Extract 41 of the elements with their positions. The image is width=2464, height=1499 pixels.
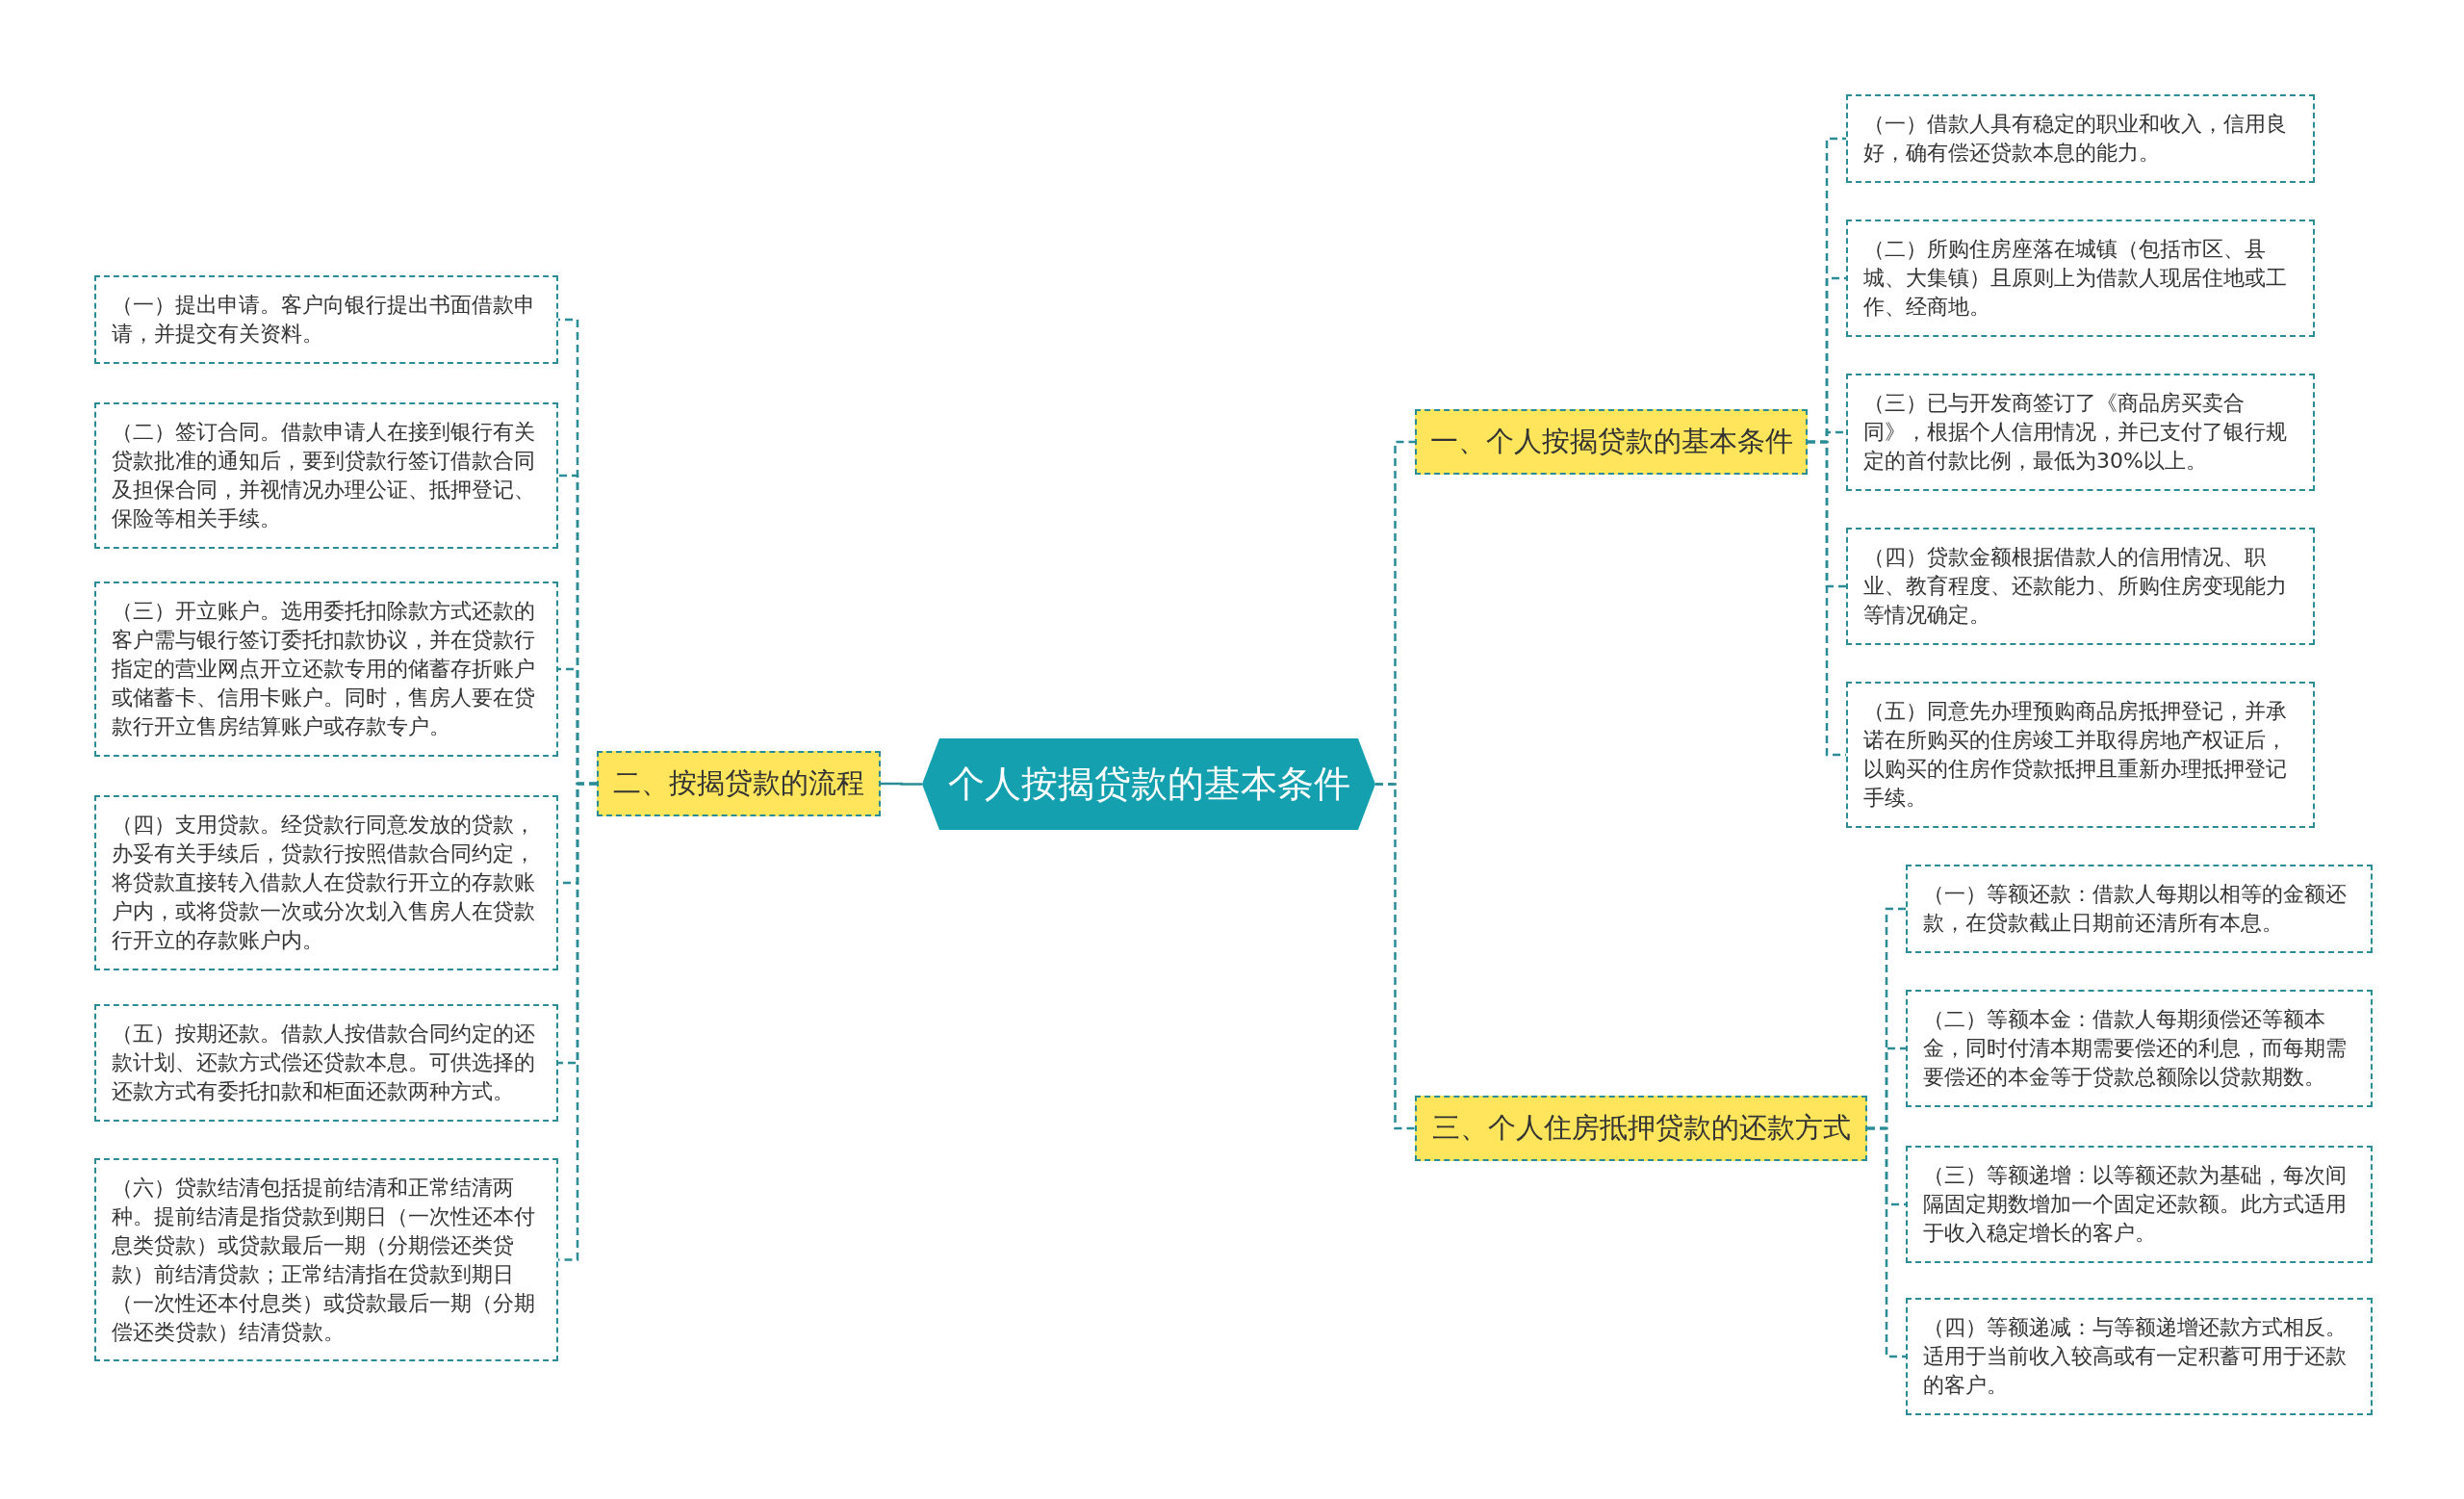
note-text: （二）等额本金：借款人每期须偿还等额本金，同时付清本期需要偿还的利息，而每期需要偿还的本金等于贷款总额除以贷款期数。 — [1923, 1006, 2348, 1091]
note-text: （五）同意先办理预购商品房抵押登记，并承诺在所购买的住房竣工并取得房地产权证后，以购买的住房作贷款抵押且重新办理抵押登记手续。 — [1863, 698, 2288, 812]
branch-label: 一、个人按揭贷款的基本条件 — [1429, 424, 1793, 459]
note-box — [94, 402, 558, 549]
note-box — [94, 275, 558, 364]
note-box — [1906, 990, 2373, 1107]
connector-line — [1867, 1126, 1906, 1358]
note-box — [1846, 682, 2315, 828]
note-box — [1906, 1146, 2373, 1263]
note-text: （三）开立账户。选用委托扣除款方式还款的客户需与银行签订委托扣款协议，并在贷款行指定的营业网点开立还款专用的储蓄存折账户或储蓄卡、信用卡账户。同时，售房人要在贷款行开立售房结算账户或存款专户。 — [112, 598, 536, 740]
note-text: （三）等额递增：以等额还款为基础，每次间隔固定期数增加一个固定还款额。此方式适用于收入稳定增长的客户。 — [1923, 1162, 2348, 1247]
note-text: （六）贷款结清包括提前结清和正常结清两种。提前结清是指贷款到期日（一次性还本付息类贷款）或贷款最后一期（分期偿还类贷款）前结清贷款；正常结清指在贷款到期日（一次性还本付息类）或贷款最后一期（分期偿还类贷款）结清贷款。 — [112, 1175, 536, 1346]
note-text: （三）已与开发商签订了《商品房买卖合同》，根据个人信用情况，并已支付了银行规定的首付款比例，最低为30%以上。 — [1863, 390, 2288, 475]
branch-label: 三、个人住房抵押贷款的还款方式 — [1431, 1110, 1851, 1146]
note-box — [1846, 94, 2315, 183]
note-text: （四）支用贷款。经贷款行同意发放的贷款，办妥有关手续后，贷款行按照借款合同约定，将贷款直接转入借款人在贷款行开立的存款账户内，或将贷款一次或分次划入售房人在贷款行开立的存款账户内。 — [112, 812, 536, 954]
note-box — [1906, 1298, 2373, 1415]
branch-label: 二、按揭贷款的流程 — [613, 765, 864, 801]
branch-box — [1415, 1096, 1867, 1161]
note-box — [94, 1158, 558, 1362]
note-box — [1906, 865, 2373, 953]
note-box — [94, 582, 558, 757]
note-text: （一）借款人具有稳定的职业和收入，信用良好，确有偿还贷款本息的能力。 — [1863, 111, 2288, 167]
note-box — [1846, 374, 2315, 491]
note-box — [94, 1004, 558, 1122]
note-text: （四）贷款金额根据借款人的信用情况、职业、教育程度、还款能力、所购住房变现能力等情况确定。 — [1863, 544, 2288, 629]
branch-box — [1415, 409, 1808, 475]
topic-title: 个人按揭贷款的基本条件 — [947, 762, 1350, 805]
note-text: （二）所购住房座落在城镇（包括市区、县城、大集镇）且原则上为借款人现居住地或工作、经商地。 — [1863, 236, 2288, 321]
note-box — [1846, 528, 2315, 645]
central-topic-hexagon — [922, 738, 1375, 830]
branch-box — [597, 751, 881, 816]
note-text: （二）签订合同。借款申请人在接到银行有关贷款批准的通知后，要到贷款行签订借款合同及担保合同，并视情况办理公证、抵押登记、保险等相关手续。 — [112, 419, 536, 532]
note-text: （四）等额递减：与等额递增还款方式相反。适用于当前收入较高或有一定积蓄可用于还款的客户。 — [1923, 1314, 2348, 1399]
connector-line — [881, 782, 922, 786]
note-text: （一）等额还款：借款人每期以相等的金额还款，在贷款截止日期前还清所有本息。 — [1923, 881, 2348, 937]
note-box — [94, 795, 558, 970]
note-box — [1846, 220, 2315, 337]
connector-line — [1375, 783, 1415, 1130]
note-text: （五）按期还款。借款人按借款合同约定的还款计划、还款方式偿还贷款本息。可供选择的还款方式有委托扣款和柜面还款两种方式。 — [112, 1021, 536, 1105]
note-text: （一）提出申请。客户向银行提出书面借款申请，并提交有关资料。 — [112, 292, 536, 348]
